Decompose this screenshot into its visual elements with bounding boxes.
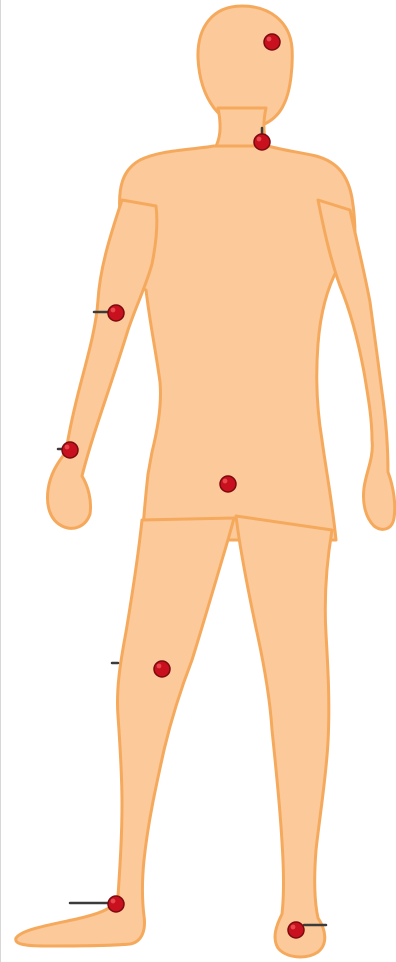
marker-wrist (58, 442, 78, 458)
marker-ankle-left (70, 896, 124, 912)
arm-shape-left (48, 200, 157, 528)
marker-head (264, 34, 280, 50)
leg-shape-right (236, 516, 332, 957)
body-silhouette (16, 6, 395, 957)
marker-pelvis (220, 476, 236, 492)
leg-shape-left (16, 518, 234, 946)
